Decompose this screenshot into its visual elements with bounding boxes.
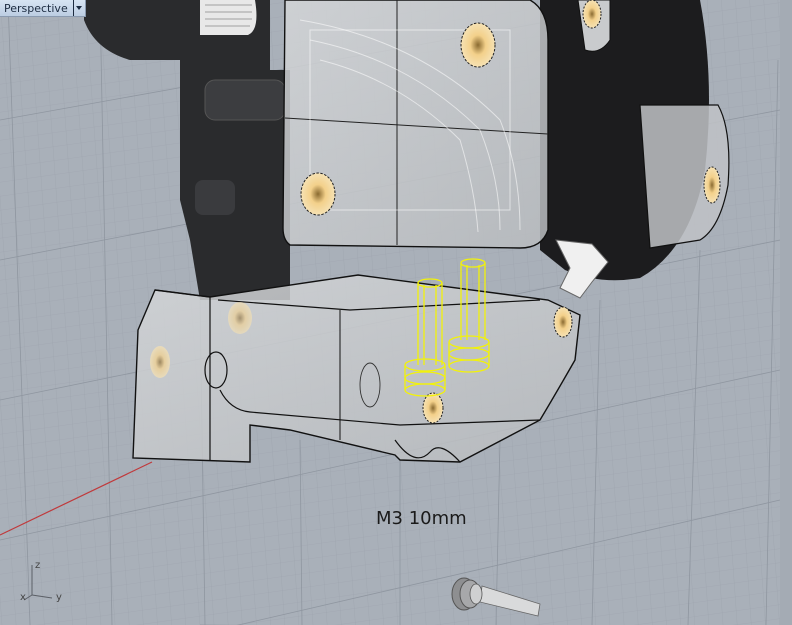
axis-label-z: z (35, 560, 41, 571)
selected-screws[interactable] (404, 258, 490, 397)
axis-gizmo (23, 565, 53, 601)
m3-10mm-screw[interactable] (451, 577, 541, 617)
x-axis-line (0, 461, 153, 536)
viewport-title-tab[interactable]: Perspective (0, 0, 86, 17)
axis-label-y: y (56, 592, 62, 603)
cooling-fan[interactable] (540, 0, 730, 299)
axis-label-x: x (20, 592, 26, 603)
hotend-mount-block[interactable] (132, 274, 581, 463)
viewport-title-label: Perspective (4, 1, 68, 15)
screw-annotation-text: M3 10mm (376, 508, 467, 529)
motor-body[interactable] (84, 0, 290, 300)
chevron-down-icon[interactable] (72, 0, 85, 16)
extruder-housing[interactable] (282, 0, 549, 249)
